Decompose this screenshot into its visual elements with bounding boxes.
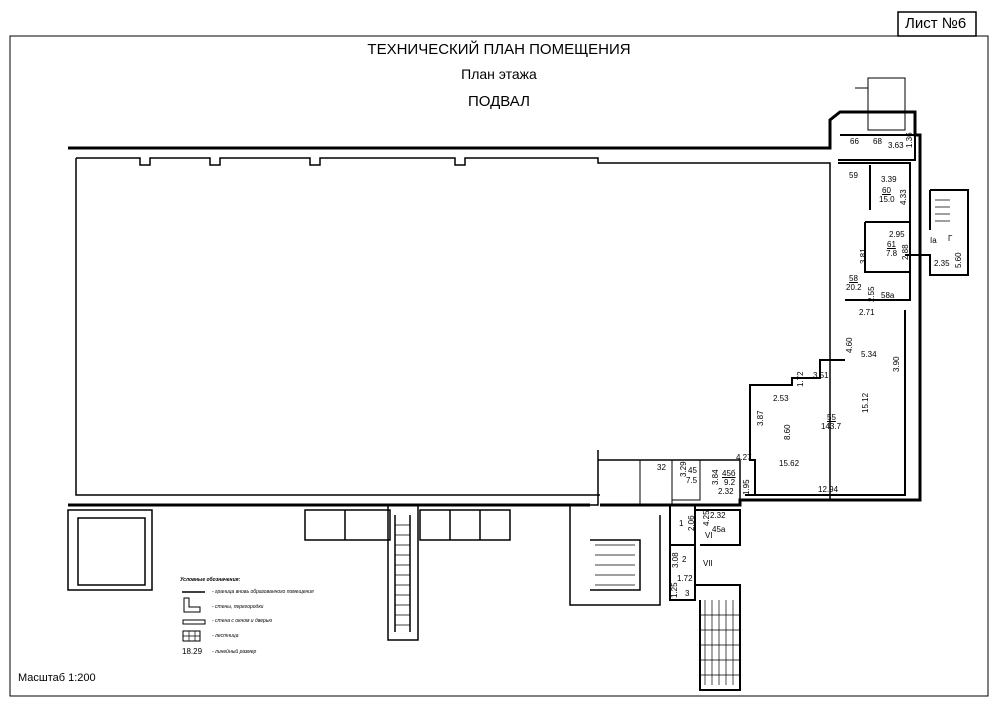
dimension: 3.08 [671, 552, 680, 568]
dimension: 3.39 [881, 175, 897, 184]
room-number: 58а [881, 291, 895, 300]
dimension: 3.63 [888, 141, 904, 150]
sheet-label-box [897, 11, 977, 37]
legend-item: - стены, перегородки [212, 604, 264, 610]
room-number: 66 [850, 137, 859, 146]
legend-item: - лестница [212, 633, 239, 639]
room-number: 3 [685, 589, 690, 598]
dimension: 2.88 [901, 244, 910, 260]
room-number: 61 [887, 240, 896, 249]
sheet-label: Лист №6 [905, 15, 967, 32]
room-number: 59 [849, 171, 858, 180]
dimension: 5.34 [861, 350, 877, 359]
dimension: 12.94 [818, 485, 839, 494]
room-area: 143.7 [821, 422, 842, 431]
legend-wall-symbol [183, 597, 201, 613]
legend-heading: Условные обозначения: [180, 577, 241, 583]
legend-item: - граница вновь образованного помещения [212, 589, 314, 595]
dimension: 4.25 [702, 510, 711, 526]
dimension: 4.60 [845, 337, 854, 353]
dimension: 2.55 [867, 286, 876, 302]
dimension: 2.32 [710, 511, 726, 520]
room-area: 7.8 [886, 249, 898, 258]
dimension: 3.81 [859, 248, 868, 264]
dimension: 3.51 [813, 371, 829, 380]
wc-rooms [639, 459, 741, 506]
dimension: 2.06 [687, 515, 696, 531]
room-area: 20.2 [846, 283, 862, 292]
legend-item: - стена с окном и дверью [212, 618, 273, 624]
room-number: Iа [930, 236, 937, 245]
room-number: 58 [849, 274, 858, 283]
dimension: 4.33 [899, 189, 908, 205]
top-stair [855, 77, 906, 131]
dimension: 2.32 [718, 487, 734, 496]
legend-sample-dimension: 18.29 [182, 647, 203, 656]
stair-left [387, 505, 419, 641]
small-rooms [669, 505, 741, 691]
dimension: 1.95 [742, 479, 751, 495]
dimension: 3.29 [679, 461, 688, 477]
room-number: Г [948, 234, 953, 243]
dimension: 1.72 [796, 371, 805, 387]
room-number: 45а [712, 525, 726, 534]
dimension: 1.25 [670, 582, 679, 598]
room-number: VII [703, 559, 713, 568]
room-number: 1 [679, 519, 684, 528]
dimension: 5.60 [954, 252, 963, 268]
room-area: 9.2 [724, 478, 736, 487]
room-area: 7.5 [686, 476, 698, 485]
room-number: 60 [882, 186, 891, 195]
right-rooms-walls [745, 134, 916, 496]
dimension: 1.72 [677, 574, 693, 583]
dimension: 2.71 [859, 308, 875, 317]
dimension: 3.90 [892, 356, 901, 372]
room-number: 45 [688, 466, 697, 475]
outer-wall [68, 110, 922, 507]
stair-treads [395, 199, 950, 685]
dimension: 2.35 [934, 259, 950, 268]
legend-window-symbol [182, 619, 206, 625]
room-number: 55 [827, 413, 836, 422]
dimension: 4.27 [736, 453, 752, 462]
room-number: 68 [873, 137, 882, 146]
plan-title: ТЕХНИЧЕСКИЙ ПЛАН ПОМЕЩЕНИЯ [367, 41, 631, 58]
dimension: 2.95 [889, 230, 905, 239]
dimension: 1.36 [905, 132, 914, 148]
stair-room-g [905, 189, 969, 276]
dimension: 2.53 [773, 394, 789, 403]
dimension: 3.84 [711, 469, 720, 485]
room-number: 32 [657, 463, 666, 472]
dimension: 15.62 [779, 459, 800, 468]
room-number: VI [705, 531, 713, 540]
dimension: 15.12 [861, 392, 870, 413]
inner-wall-top [76, 157, 831, 500]
scale-label: Масштаб 1:200 [18, 672, 96, 684]
left-pit [67, 509, 153, 591]
legend-item: - линейный размер [212, 649, 257, 655]
room-area: 15.0 [879, 195, 895, 204]
window-pits [304, 509, 511, 541]
sheet-frame [9, 35, 989, 697]
dimension: 3.87 [756, 410, 765, 426]
floor-name: ПОДВАЛ [468, 93, 530, 110]
room-number: 45б [722, 469, 736, 478]
room-number: 2 [682, 555, 687, 564]
dimension: 8.60 [783, 424, 792, 440]
plan-subtitle: План этажа [461, 66, 537, 82]
inner-wall-left [75, 158, 600, 496]
